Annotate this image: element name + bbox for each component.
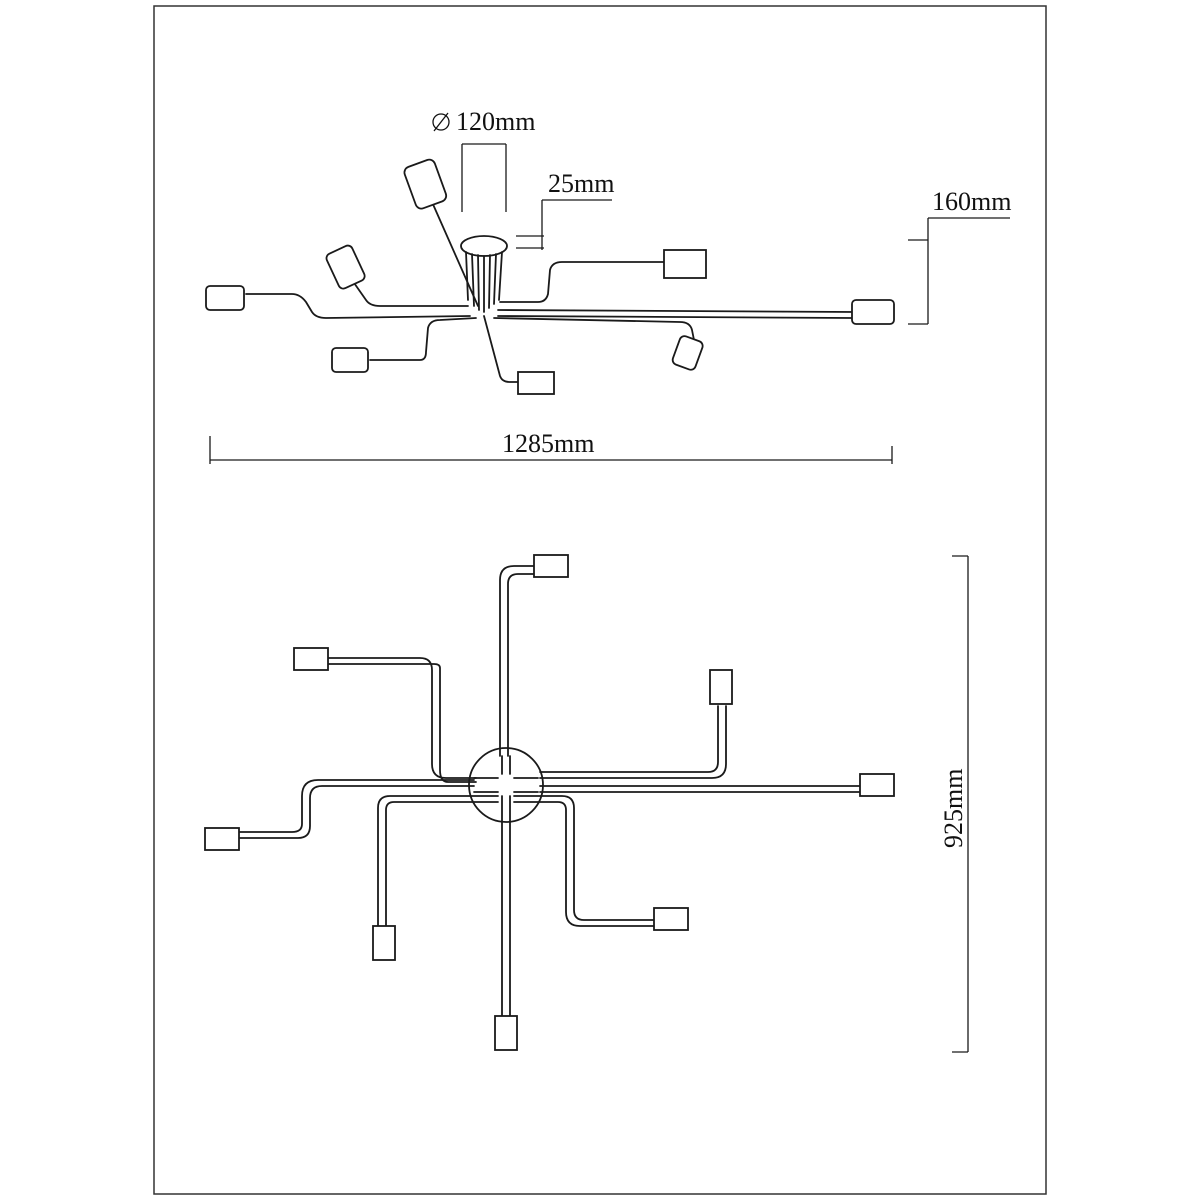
top-arm-southwest	[377, 795, 499, 927]
dim-total-depth-label: 925mm	[939, 769, 968, 848]
side-socket-left	[205, 285, 245, 311]
dim-canopy-height-label: 25mm	[548, 169, 614, 198]
top-canopy	[468, 747, 544, 823]
top-arm-southeast	[513, 795, 655, 927]
side-arm-far-right	[497, 309, 857, 313]
side-socket-tall	[403, 158, 448, 210]
top-socket-southeast	[653, 907, 689, 931]
top-view: 925mm	[204, 554, 969, 1053]
top-arm-west	[239, 779, 475, 839]
side-arm-far-right-2	[497, 315, 853, 319]
top-arm-east	[539, 785, 861, 793]
side-socket-far-right	[851, 299, 895, 325]
top-socket-north	[533, 554, 569, 578]
side-arm-right-upper	[499, 261, 665, 303]
side-socket-right-upper	[663, 249, 707, 279]
top-socket-southwest	[372, 925, 396, 961]
top-canopy-slots	[473, 755, 539, 823]
side-arm-upper-left	[351, 279, 469, 307]
side-arm-lower-left	[369, 317, 477, 361]
dim-diameter-label: 120mm	[456, 107, 535, 136]
side-socket-right-lower	[671, 335, 704, 371]
top-socket-northeast	[709, 669, 733, 705]
side-view: 120mm 25mm 160mm 1285mm	[205, 107, 1011, 464]
side-arm-bottom	[483, 315, 519, 383]
top-socket-northwest	[293, 647, 329, 671]
side-socket-upper-left	[325, 244, 366, 290]
diameter-symbol-icon	[432, 113, 450, 131]
dim-total-height-lines	[908, 217, 1010, 325]
dim-total-width-lines	[209, 436, 893, 464]
drawing-frame	[153, 5, 1047, 1195]
dim-total-width-label: 1285mm	[502, 429, 594, 458]
side-stems	[465, 251, 503, 313]
top-socket-east	[859, 773, 895, 797]
dim-total-height-label: 160mm	[932, 187, 1011, 216]
side-socket-lower-left	[331, 347, 369, 373]
side-socket-bottom	[517, 371, 555, 395]
dim-diameter-lines	[461, 143, 507, 212]
top-arm-south	[501, 821, 511, 1017]
side-arm-right-lower	[493, 317, 695, 341]
side-canopy	[460, 235, 508, 257]
top-socket-south	[494, 1015, 518, 1051]
top-socket-west	[204, 827, 240, 851]
dim-total-depth-lines	[952, 555, 969, 1053]
side-arm-left	[245, 293, 471, 319]
top-arm-north	[499, 565, 535, 757]
top-arm-northwest	[327, 657, 477, 783]
dim-canopy-height-lines	[516, 199, 612, 250]
top-arm-northeast	[539, 705, 727, 779]
side-arm-tall	[431, 201, 479, 307]
